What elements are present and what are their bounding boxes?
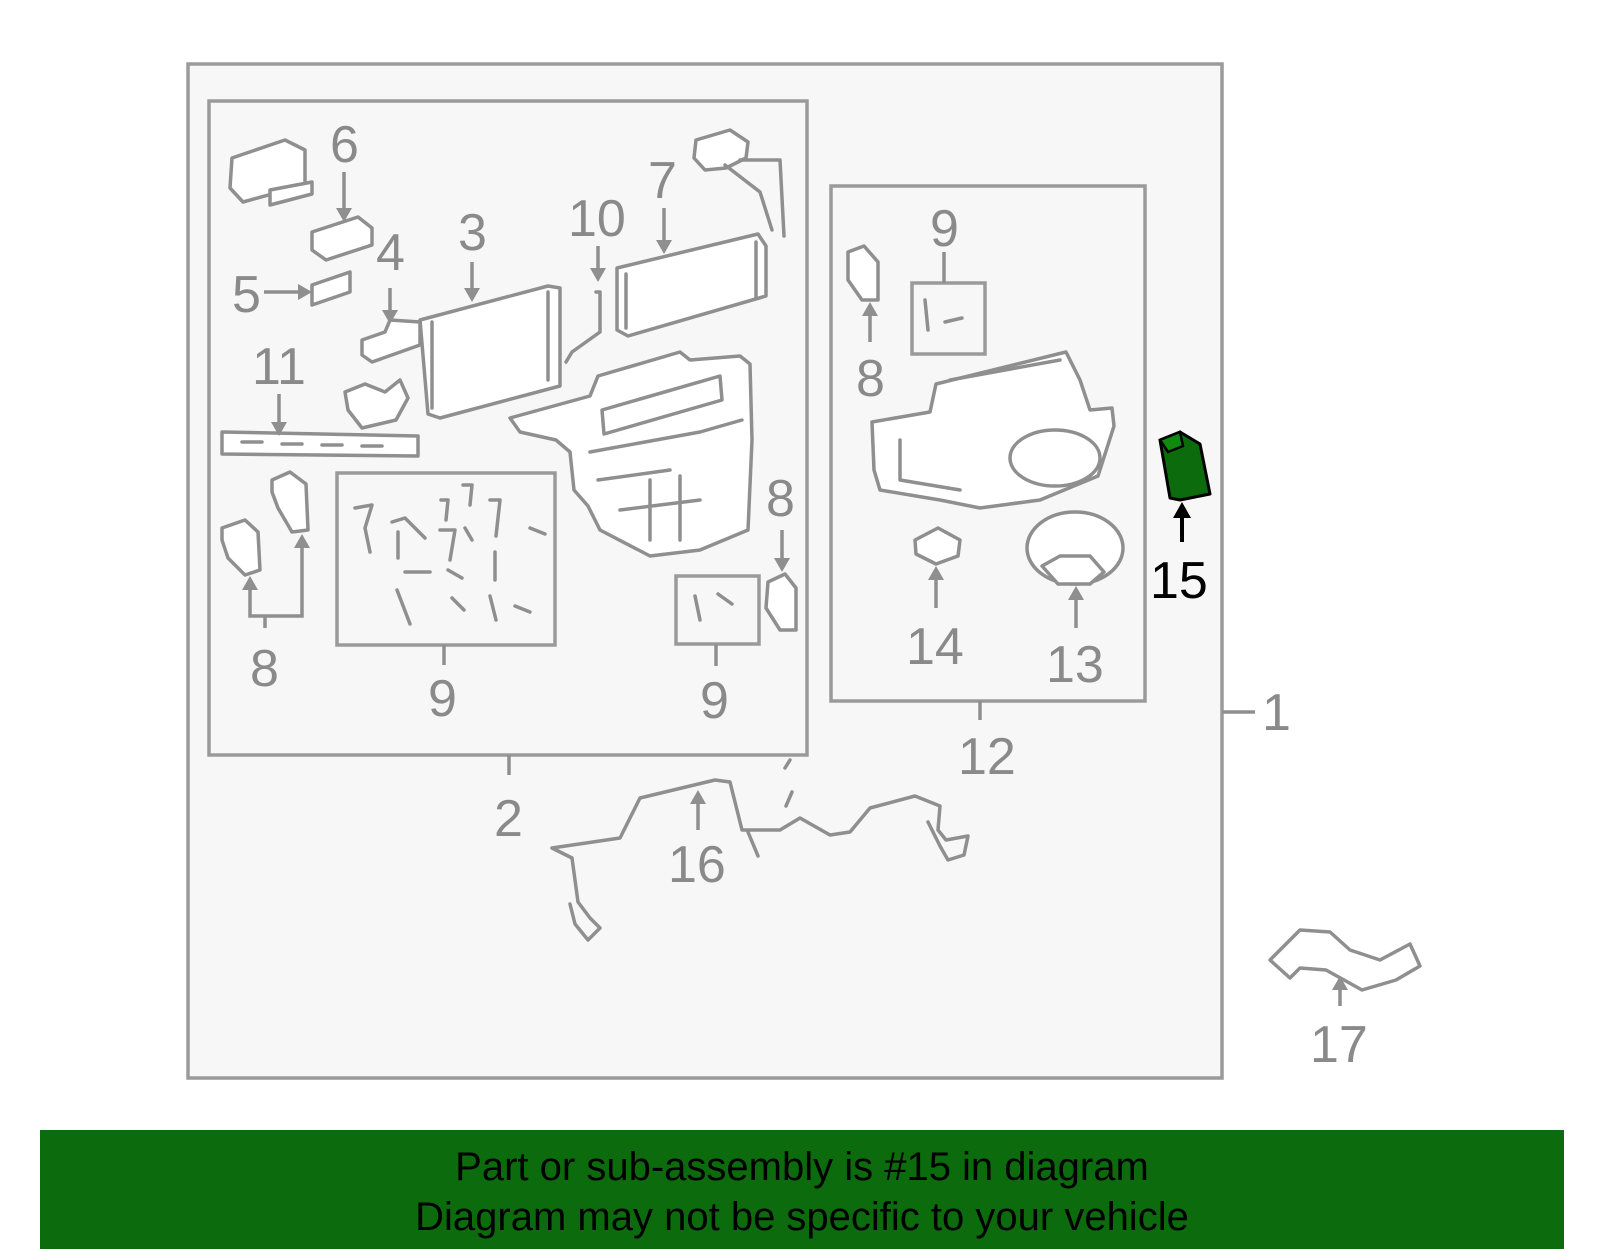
part-blower-housing <box>870 350 1116 510</box>
callout-12: 12 <box>958 728 1016 786</box>
callout-9-blower: 9 <box>930 200 959 258</box>
part-3-evaporator <box>418 284 562 420</box>
callout-6: 6 <box>330 116 359 174</box>
leader-lines <box>242 172 1348 1006</box>
callout-15: 15 <box>1150 552 1208 610</box>
banner-line-2: Diagram may not be specific to your vehi… <box>415 1195 1189 1239</box>
callout-1: 1 <box>1262 684 1291 742</box>
callout-8-left: 8 <box>250 640 279 698</box>
callout-14: 14 <box>906 618 964 676</box>
callout-8-blower: 8 <box>856 350 885 408</box>
part-bracket <box>343 378 410 430</box>
kit-parts-9-left <box>353 483 547 626</box>
callout-11: 11 <box>252 338 306 396</box>
kit-box-9-right <box>674 574 761 646</box>
callout-7: 7 <box>648 152 677 210</box>
part-7-heater-core <box>615 128 786 338</box>
kit-parts-9-blower <box>923 298 964 332</box>
callout-13: 13 <box>1046 636 1104 694</box>
banner-line-1: Part or sub-assembly is #15 in diagram <box>455 1145 1149 1189</box>
callout-8-right: 8 <box>766 470 795 528</box>
part-13-blower-motor <box>1025 510 1125 586</box>
part-hvac-case <box>508 350 754 558</box>
info-banner: Part or sub-assembly is #15 in diagram D… <box>40 1130 1564 1249</box>
parts-diagram: 1 2 3 4 5 6 7 8 8 8 9 9 9 10 11 12 13 14… <box>186 62 1422 1080</box>
part-14 <box>913 526 962 566</box>
callout-5: 5 <box>232 266 261 324</box>
part-8-blower <box>846 244 880 302</box>
callout-9-right: 9 <box>700 672 729 730</box>
callout-2: 2 <box>494 790 523 848</box>
callout-3: 3 <box>458 204 487 262</box>
part-17-hose <box>1268 928 1422 992</box>
part-cover <box>228 138 314 207</box>
part-8-right <box>764 572 798 632</box>
part-10-pipe <box>564 290 602 364</box>
callout-16: 16 <box>668 836 726 894</box>
kit-box-9-blower <box>910 281 987 356</box>
callout-10: 10 <box>568 190 626 248</box>
part-8-left <box>220 470 310 577</box>
callout-17: 17 <box>1310 1016 1368 1074</box>
kit-box-9-left <box>335 471 557 647</box>
part-6 <box>310 215 374 262</box>
kit-parts-9-right <box>693 592 734 622</box>
part-11-strip <box>220 430 420 458</box>
callout-4: 4 <box>376 224 405 282</box>
part-15-highlighted <box>1158 430 1212 502</box>
part-16-pipe <box>550 758 970 942</box>
part-5 <box>310 270 352 307</box>
callout-9-left: 9 <box>428 670 457 728</box>
